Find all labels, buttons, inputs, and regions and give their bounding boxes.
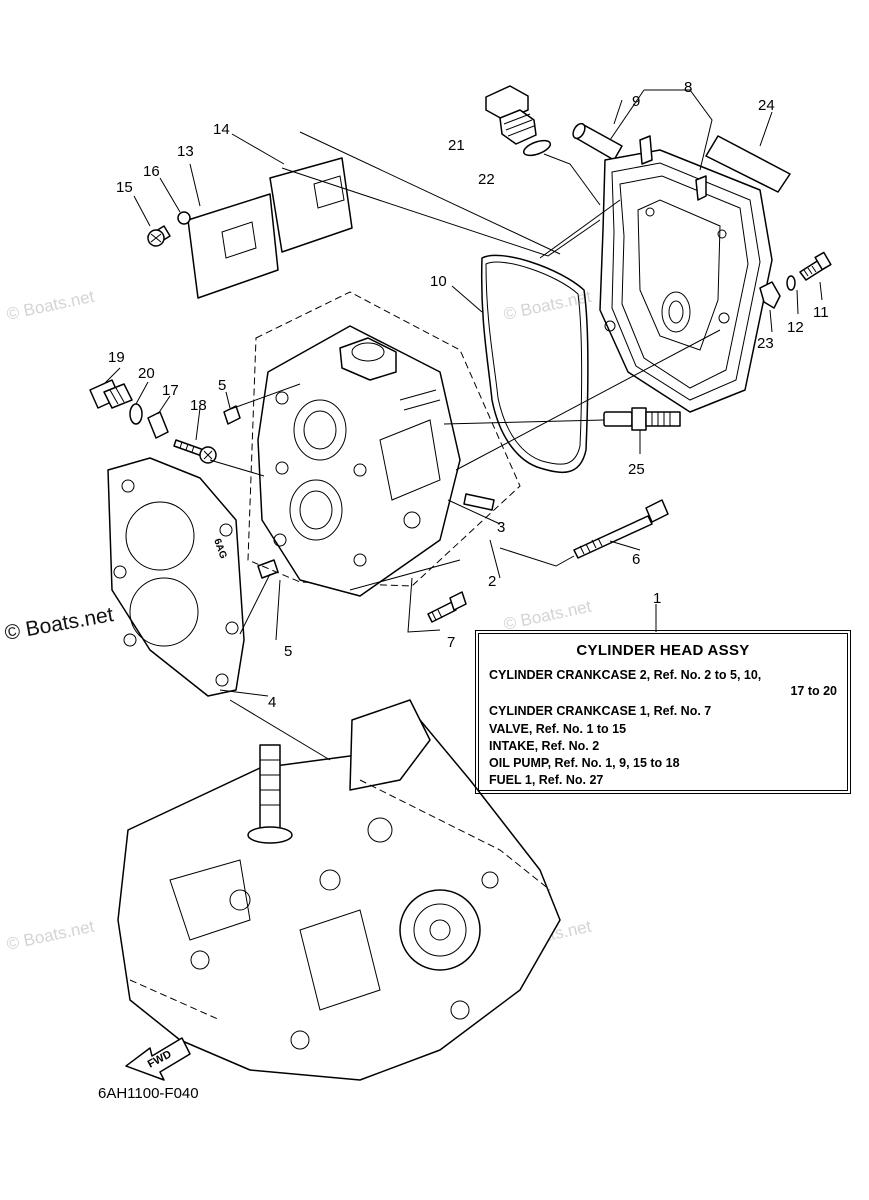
callout-numbers: 1 2 3 4 5 5 6 7 8 9 10 11 12 13 14 15 16… <box>108 79 829 711</box>
callout-22: 22 <box>478 171 495 188</box>
callout-19: 19 <box>108 349 125 366</box>
pipe <box>572 122 623 161</box>
watermark-main: © Boats.net <box>3 603 116 645</box>
washer <box>177 211 191 225</box>
long-bolt <box>573 499 669 559</box>
watermark-faint: © Boats.net <box>502 597 593 634</box>
drawing-code: 6AH1100-F040 <box>98 1085 199 1102</box>
callout-11: 11 <box>813 304 829 321</box>
callout-2: 2 <box>488 573 496 590</box>
cylinder-head-boundary <box>247 291 521 587</box>
head-gasket: 6AG <box>107 457 245 697</box>
o-ring <box>522 139 552 157</box>
plug <box>89 379 133 409</box>
plate <box>187 193 279 299</box>
callout-7: 7 <box>447 634 455 651</box>
screw <box>147 225 171 247</box>
callout-5: 5 <box>284 643 292 660</box>
callout-24: 24 <box>758 97 775 114</box>
bolt <box>173 439 217 464</box>
guide-pipe <box>463 493 495 511</box>
cylinder-head-cover <box>599 135 773 413</box>
callout-21: 21 <box>448 137 465 154</box>
legend-box: CYLINDER HEAD ASSY CYLINDER CRANKCASE 2,… <box>475 630 851 794</box>
callout-3: 3 <box>497 519 505 536</box>
oil-filler-cap <box>485 85 537 145</box>
leader-lines <box>103 89 823 761</box>
head-cover-gasket <box>480 254 589 473</box>
dowel-pin <box>223 405 241 425</box>
callout-13: 13 <box>177 143 194 160</box>
callout-23: 23 <box>757 335 774 352</box>
callout-8: 8 <box>684 79 692 96</box>
callout-6: 6 <box>632 551 640 568</box>
plate <box>269 157 353 253</box>
bolt <box>427 591 467 623</box>
callout-25: 25 <box>628 461 645 478</box>
watermark-faint: © Boats.net <box>5 917 96 954</box>
callout-15: 15 <box>116 179 133 196</box>
legend-row: 17 to 20 <box>790 684 837 698</box>
legend-row: FUEL 1, Ref. No. 27 <box>489 773 604 787</box>
callout-4: 4 <box>268 694 276 711</box>
legend-row: CYLINDER CRANKCASE 2, Ref. No. 2 to 5, 1… <box>489 668 762 682</box>
callout-20: 20 <box>138 365 155 382</box>
callout-1: 1 <box>653 590 661 607</box>
crankcase <box>117 699 561 1081</box>
callout-9: 9 <box>632 93 640 110</box>
watermark-faint: © Boats.net <box>5 287 96 324</box>
collar <box>147 411 169 439</box>
legend-title: CYLINDER HEAD ASSY <box>576 642 750 659</box>
bolt-washer-clip <box>759 251 832 309</box>
callout-16: 16 <box>143 163 160 180</box>
legend-row: OIL PUMP, Ref. No. 1, 9, 15 to 18 <box>489 756 680 770</box>
o-ring <box>129 403 143 425</box>
callout-5: 5 <box>218 377 226 394</box>
callout-18: 18 <box>190 397 207 414</box>
cylinder-head <box>257 325 461 597</box>
forward-arrow: FWD <box>125 1037 191 1081</box>
callout-17: 17 <box>162 382 179 399</box>
callout-10: 10 <box>430 273 447 290</box>
legend-row: VALVE, Ref. No. 1 to 15 <box>489 722 627 736</box>
callout-12: 12 <box>787 319 804 336</box>
callout-14: 14 <box>213 121 230 138</box>
label-plate <box>705 135 791 193</box>
legend-row: CYLINDER CRANKCASE 1, Ref. No. 7 <box>489 704 712 718</box>
legend-row: INTAKE, Ref. No. 2 <box>489 739 600 753</box>
spark-plug <box>603 407 681 431</box>
